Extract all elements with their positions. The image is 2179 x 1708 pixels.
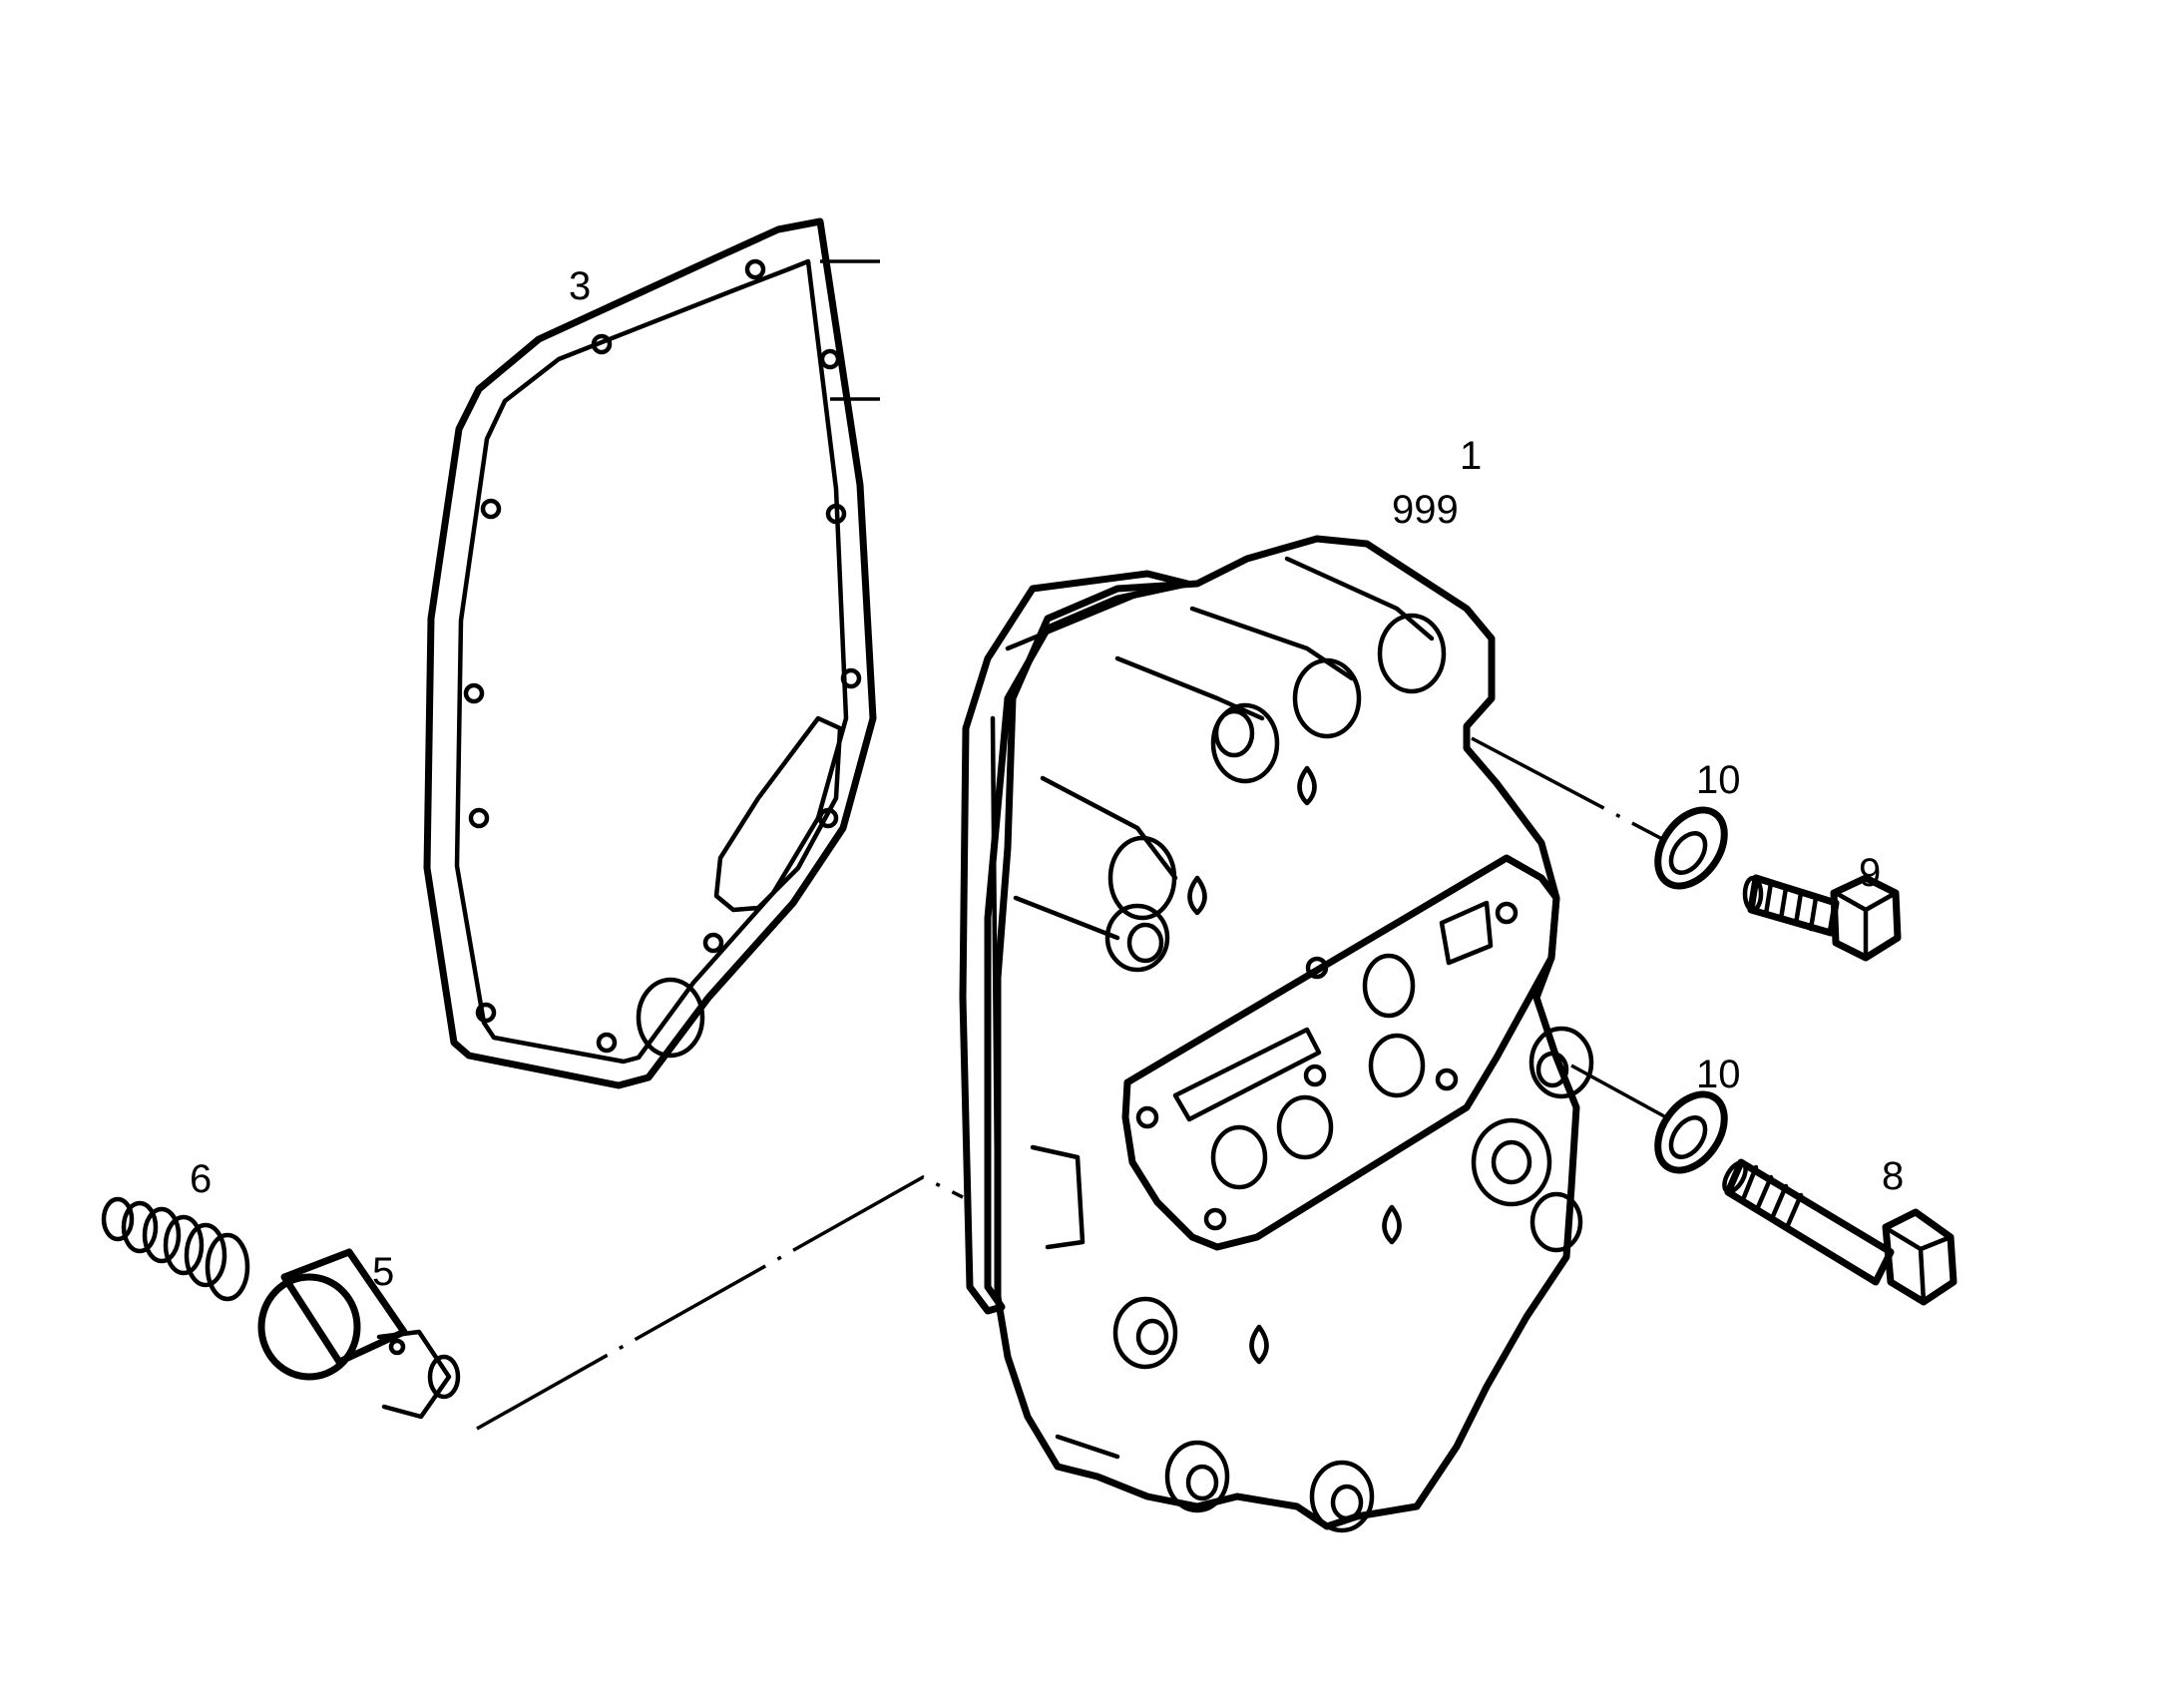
callout-5: 5 [372, 1250, 394, 1294]
plunger-part [257, 1248, 461, 1420]
callout-6: 6 [190, 1157, 212, 1201]
washer-upper-part [1654, 806, 1728, 890]
gasket-part [423, 217, 880, 1089]
callout-10-upper: 10 [1696, 758, 1741, 802]
callout-9: 9 [1859, 851, 1881, 895]
callout-3: 3 [569, 264, 591, 308]
callout-10-lower: 10 [1696, 1053, 1741, 1096]
leader-lines [476, 736, 1667, 1431]
short-bolt-part [1742, 874, 1902, 962]
spring-part [101, 1196, 250, 1302]
callout-1: 1 [1460, 434, 1482, 478]
callout-8: 8 [1882, 1154, 1904, 1198]
callout-1-code: 999 [1392, 488, 1459, 532]
valve-body-part [959, 535, 1594, 1533]
washer-lower-part [1654, 1090, 1728, 1174]
long-bolt-part [1722, 1158, 1958, 1306]
